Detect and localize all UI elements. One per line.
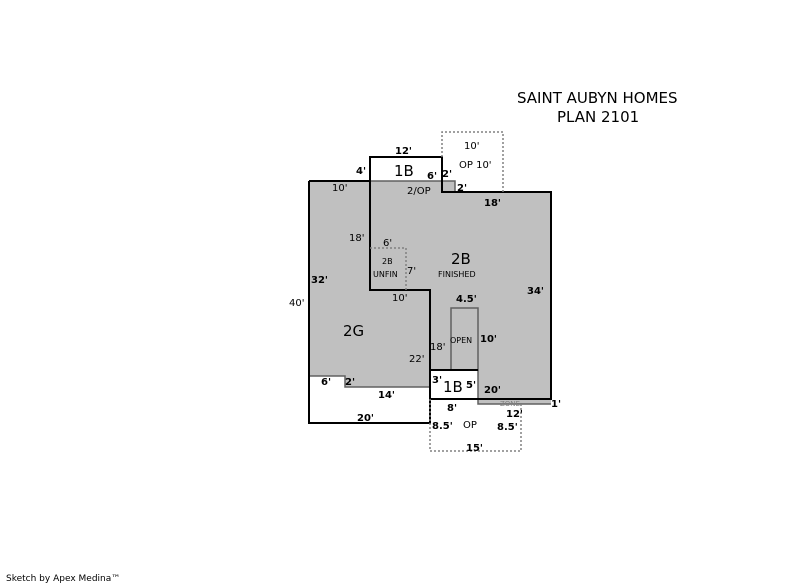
plan-title: PLAN 2101 xyxy=(557,108,640,126)
company-title: SAINT AUBYN HOMES xyxy=(517,89,678,107)
dim: 8.5' xyxy=(432,421,453,432)
dim: 12' xyxy=(506,409,523,420)
area-op-top: OP 10' xyxy=(459,160,492,171)
exterior-walls xyxy=(308,156,552,424)
area-open: OPEN xyxy=(450,336,472,345)
dim: 2' xyxy=(457,183,467,194)
area-1b-top: 1B xyxy=(394,162,414,180)
dim: 20' xyxy=(484,385,501,396)
sketch-credit: Sketch by Apex Medina™ xyxy=(6,574,121,584)
dim: 8' xyxy=(447,403,457,414)
area-finished: FINISHED xyxy=(438,270,476,279)
area-unfin-2b: 2B xyxy=(382,257,393,266)
area-2-op: 2/OP xyxy=(407,186,431,197)
dim: 34' xyxy=(527,286,544,297)
dim: 4' xyxy=(356,166,366,177)
dim: 12' xyxy=(395,146,412,157)
area-zone: ZONE xyxy=(500,400,520,408)
dim: 18' xyxy=(349,233,364,244)
area-1b-bottom: 1B xyxy=(443,378,463,396)
dim: 22' xyxy=(409,354,424,365)
dim: 3' xyxy=(432,375,442,386)
dim: 10' xyxy=(464,141,479,152)
dim: 6' xyxy=(321,377,331,388)
dim: 7' xyxy=(407,266,416,277)
dim: 10' xyxy=(392,293,407,304)
dim: 2' xyxy=(442,169,452,180)
dim: 6' xyxy=(427,171,437,182)
dim: 40' xyxy=(289,298,304,309)
dim: 6' xyxy=(383,238,392,249)
dim: 1' xyxy=(551,399,561,410)
area-op-bottom: OP xyxy=(463,420,477,431)
area-garage: 2G xyxy=(343,322,364,340)
dim: 18' xyxy=(430,342,445,353)
dim: 4.5' xyxy=(456,294,477,305)
dim: 8.5' xyxy=(497,422,518,433)
area-2b: 2B xyxy=(451,250,471,268)
area-unfin: UNFIN xyxy=(373,270,398,279)
dim: 14' xyxy=(378,390,395,401)
dim: 32' xyxy=(311,275,328,286)
dim: 5' xyxy=(466,380,476,391)
dim: 15' xyxy=(466,443,483,454)
dim: 18' xyxy=(484,198,501,209)
dim: 10' xyxy=(480,334,497,345)
dim: 10' xyxy=(332,183,347,194)
dim: 2' xyxy=(345,377,355,388)
dotted-outlines xyxy=(370,131,522,452)
dim: 20' xyxy=(357,413,374,424)
